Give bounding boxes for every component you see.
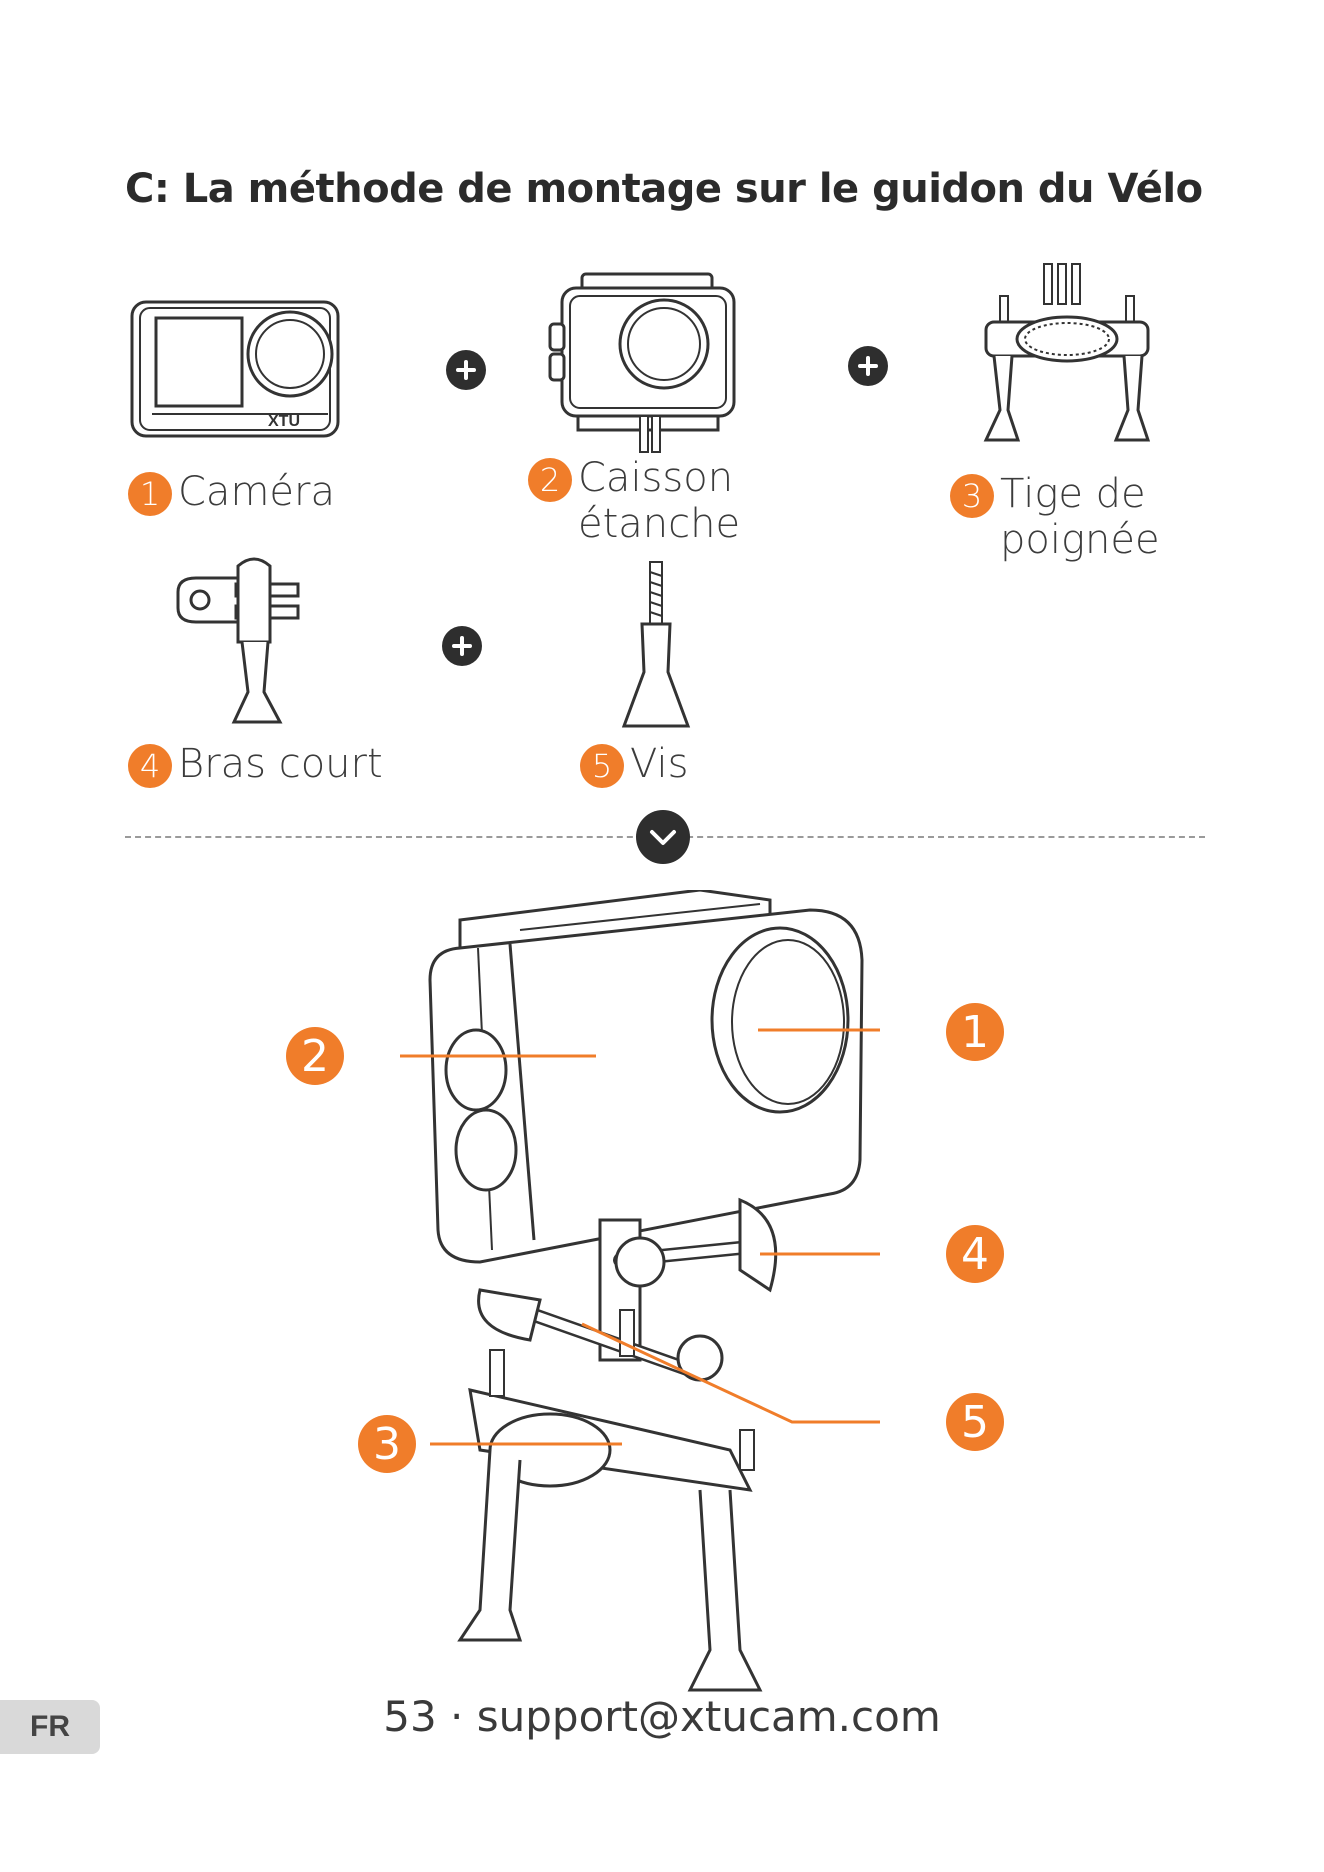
part-number-1: 1 bbox=[128, 472, 172, 516]
callout-1: 1 bbox=[946, 1003, 1004, 1061]
callout-5: 5 bbox=[946, 1393, 1004, 1451]
part-number-2: 2 bbox=[528, 458, 572, 502]
screw-illustration bbox=[618, 560, 694, 730]
assembled-mount-illustration bbox=[400, 890, 880, 1710]
plus-icon bbox=[848, 346, 888, 386]
camera-brand-logo: XTU bbox=[268, 413, 300, 430]
language-tab: FR bbox=[0, 1700, 100, 1754]
part-number-4: 4 bbox=[128, 744, 172, 788]
short-arm-illustration bbox=[168, 552, 308, 738]
handlebar-mount-illustration bbox=[978, 260, 1156, 446]
page-title: C: La méthode de montage sur le guidon d… bbox=[125, 166, 1203, 212]
plus-icon bbox=[442, 626, 482, 666]
page-footer: 53 · support@xtucam.com bbox=[0, 1692, 1324, 1741]
waterproof-case-illustration bbox=[548, 270, 746, 456]
chevron-down-icon bbox=[636, 810, 690, 864]
part-number-3: 3 bbox=[950, 474, 994, 518]
callout-2: 2 bbox=[286, 1027, 344, 1085]
callout-4: 4 bbox=[946, 1225, 1004, 1283]
plus-icon bbox=[446, 350, 486, 390]
camera-illustration: XTU bbox=[128, 296, 344, 444]
callout-3: 3 bbox=[358, 1415, 416, 1473]
part-number-5: 5 bbox=[580, 744, 624, 788]
